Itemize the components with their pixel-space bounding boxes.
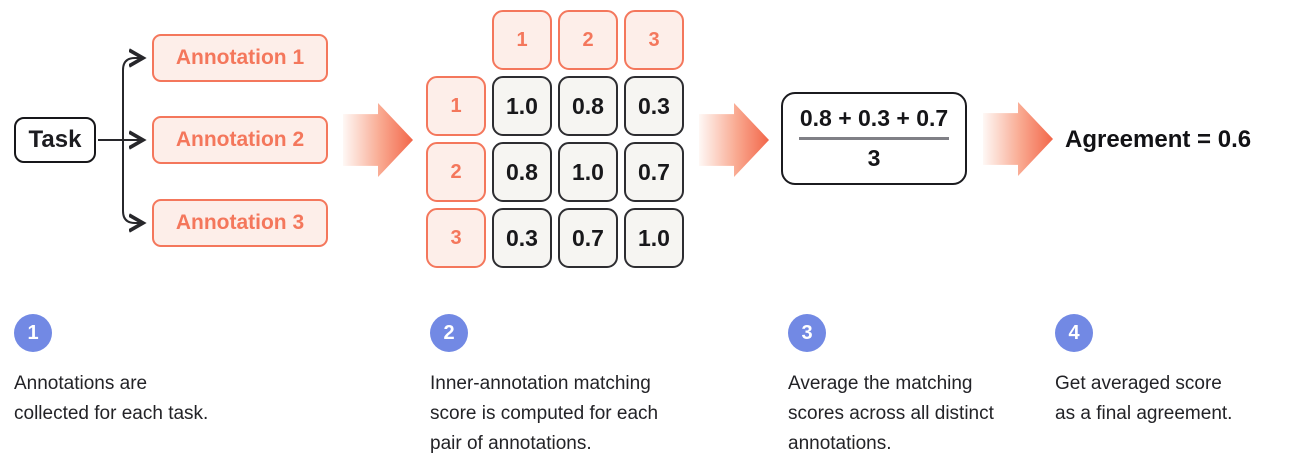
flow-arrow-icon [699, 103, 769, 177]
step-description: Average the matching scores across all d… [788, 373, 994, 454]
matrix-cell: 0.7 [558, 208, 618, 268]
step-description: Inner-annotation matching score is compu… [430, 373, 659, 454]
matrix-cell: 1.0 [558, 142, 618, 202]
matrix-col-header: 3 [624, 10, 684, 70]
matrix-cell: 1.0 [624, 208, 684, 268]
matrix-col-header: 2 [558, 10, 618, 70]
matrix-cell: 0.8 [558, 76, 618, 136]
connector-arrow-top [122, 58, 143, 140]
step-number-badge: 3 [788, 314, 826, 352]
formula-denominator: 3 [867, 144, 881, 171]
flow-arrow-icon [983, 102, 1053, 176]
matrix-cell: 0.8 [492, 142, 552, 202]
annotation-box-1: Annotation 1 [152, 34, 328, 82]
step-3: 3 Average the matching scores across all… [788, 314, 994, 459]
task-box: Task [14, 117, 96, 163]
step-2: 2 Inner-annotation matching score is com… [430, 314, 658, 459]
matrix-cell: 0.3 [624, 76, 684, 136]
average-formula-box: 0.8 + 0.3 + 0.7 3 [781, 92, 967, 185]
matrix-cell: 0.3 [492, 208, 552, 268]
connector-arrow-bottom [122, 140, 143, 223]
flow-arrow-icon [343, 103, 413, 177]
step-number-badge: 2 [430, 314, 468, 352]
matrix-cell: 0.7 [624, 142, 684, 202]
annotation-box-3: Annotation 3 [152, 199, 328, 247]
step-1: 1 Annotations are collected for each tas… [14, 314, 208, 429]
step-number-badge: 4 [1055, 314, 1093, 352]
annotation-label: Annotation 2 [175, 128, 305, 151]
matrix-cell: 1.0 [492, 76, 552, 136]
task-branch-connectors [98, 0, 340, 280]
task-label: Task [28, 126, 82, 153]
step-description: Get averaged score as a final agreement. [1055, 373, 1233, 424]
matrix-row-header: 2 [426, 142, 486, 202]
step-description: Annotations are collected for each task. [14, 373, 209, 424]
step-4: 4 Get averaged score as a final agreemen… [1055, 314, 1232, 429]
annotation-label: Annotation 1 [175, 46, 305, 69]
step-number-badge: 1 [14, 314, 52, 352]
annotation-box-2: Annotation 2 [152, 116, 328, 164]
agreement-result-label: Agreement = 0.6 [1065, 126, 1252, 153]
matrix-row-header: 1 [426, 76, 486, 136]
fraction-bar [799, 137, 949, 140]
matching-score-matrix: 1 2 3 1 1.0 0.8 0.3 2 0.8 1.0 0.7 3 0.3 … [426, 10, 684, 268]
annotation-label: Annotation 3 [175, 211, 305, 234]
matrix-row-header: 3 [426, 208, 486, 268]
formula-numerator: 0.8 + 0.3 + 0.7 [799, 105, 949, 132]
matrix-corner-cell [426, 10, 486, 70]
matrix-col-header: 1 [492, 10, 552, 70]
